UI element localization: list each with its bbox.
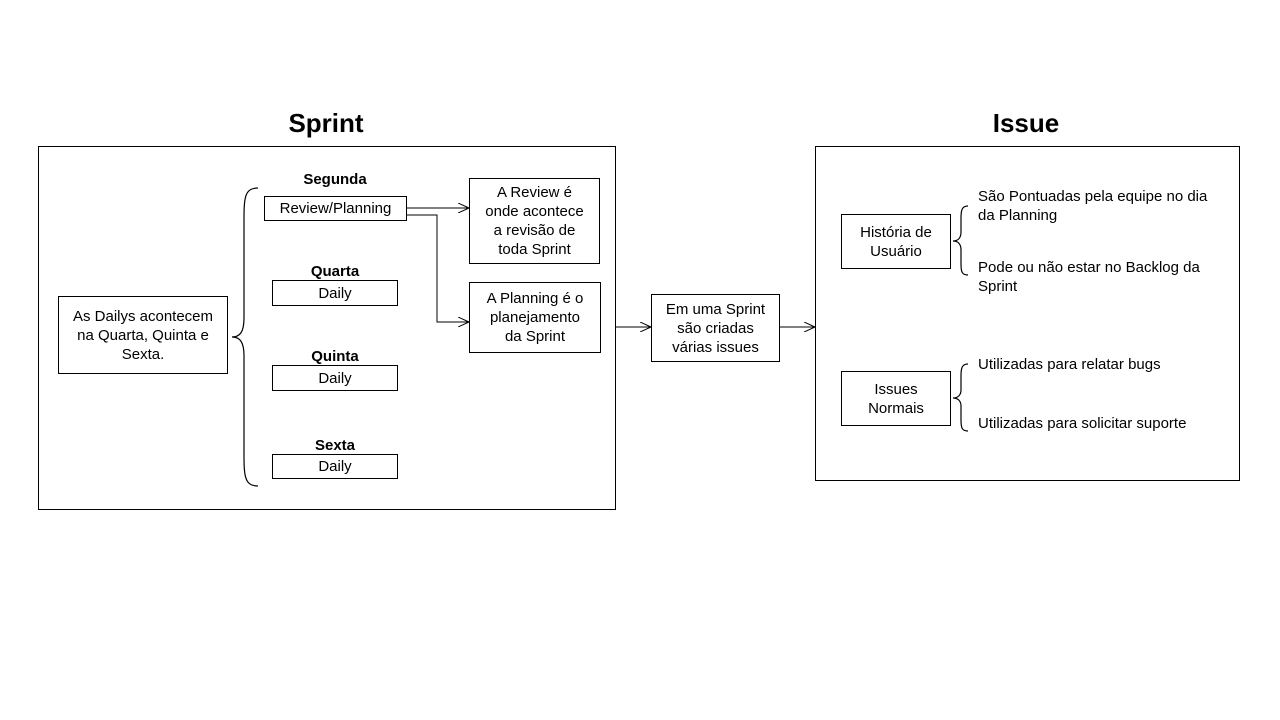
event-box-daily-quarta: Daily <box>272 280 398 306</box>
planning-arrow <box>406 214 469 322</box>
normais-note-1: Utilizadas para relatar bugs <box>978 356 1161 373</box>
day-label-sexta: Sexta <box>314 437 356 454</box>
planning-note-box: A Planning é o planejamento da Sprint <box>469 282 601 353</box>
normais-brace <box>952 363 969 432</box>
connector-box: Em uma Sprint são criadas várias issues <box>651 294 780 362</box>
issue-type-historia-de-usuario: História de Usuário <box>841 214 951 269</box>
event-box-review-planning: Review/Planning <box>264 196 407 221</box>
day-label-segunda: Segunda <box>303 171 367 188</box>
event-box-daily-sexta: Daily <box>272 454 398 479</box>
historia-brace <box>952 205 969 276</box>
event-box-daily-quinta: Daily <box>272 365 398 391</box>
issue-title: Issue <box>992 108 1060 138</box>
historia-note-2: Pode ou não estar no Backlog da Sprint <box>978 259 1200 295</box>
sprint-title: Sprint <box>288 108 364 138</box>
dailies-note-box: As Dailys acontecem na Quarta, Quinta e … <box>58 296 228 374</box>
dailies-brace <box>231 187 259 487</box>
day-label-quarta: Quarta <box>310 263 360 280</box>
day-label-quinta: Quinta <box>311 348 359 365</box>
historia-note-1: São Pontuadas pela equipe no dia da Plan… <box>978 188 1208 224</box>
normais-note-2: Utilizadas para solicitar suporte <box>978 415 1187 432</box>
review-note-box: A Review é onde acontece a revisão de to… <box>469 178 600 264</box>
issue-type-issues-normais: Issues Normais <box>841 371 951 426</box>
